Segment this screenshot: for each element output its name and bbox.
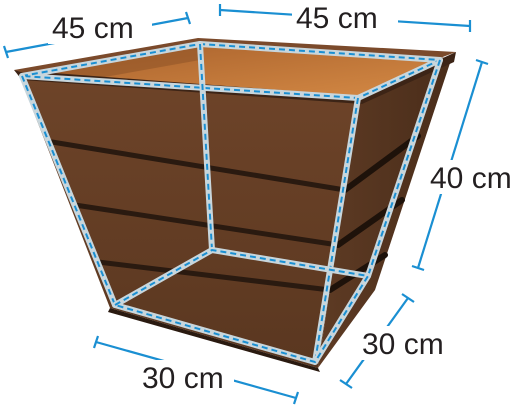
dimension-label-height: 40 cm xyxy=(430,162,512,195)
dimension-label-top-right: 45 cm xyxy=(296,2,378,35)
dimension-label-bottom-front: 30 cm xyxy=(142,362,224,395)
label-bg-height xyxy=(426,160,521,194)
label-bg-bottom-right xyxy=(358,326,454,360)
wireframe-edges xyxy=(19,41,443,365)
dimension-label-bottom-right: 30 cm xyxy=(362,328,444,361)
dimension-label-top-left: 45 cm xyxy=(52,12,134,45)
front-plank-grooves xyxy=(49,139,348,293)
base-edge xyxy=(108,308,320,372)
label-bg-bottom-front xyxy=(138,360,234,394)
label-bg-top-right xyxy=(292,0,398,32)
top-rim-back xyxy=(14,38,456,76)
label-bg-top-left xyxy=(48,10,152,44)
